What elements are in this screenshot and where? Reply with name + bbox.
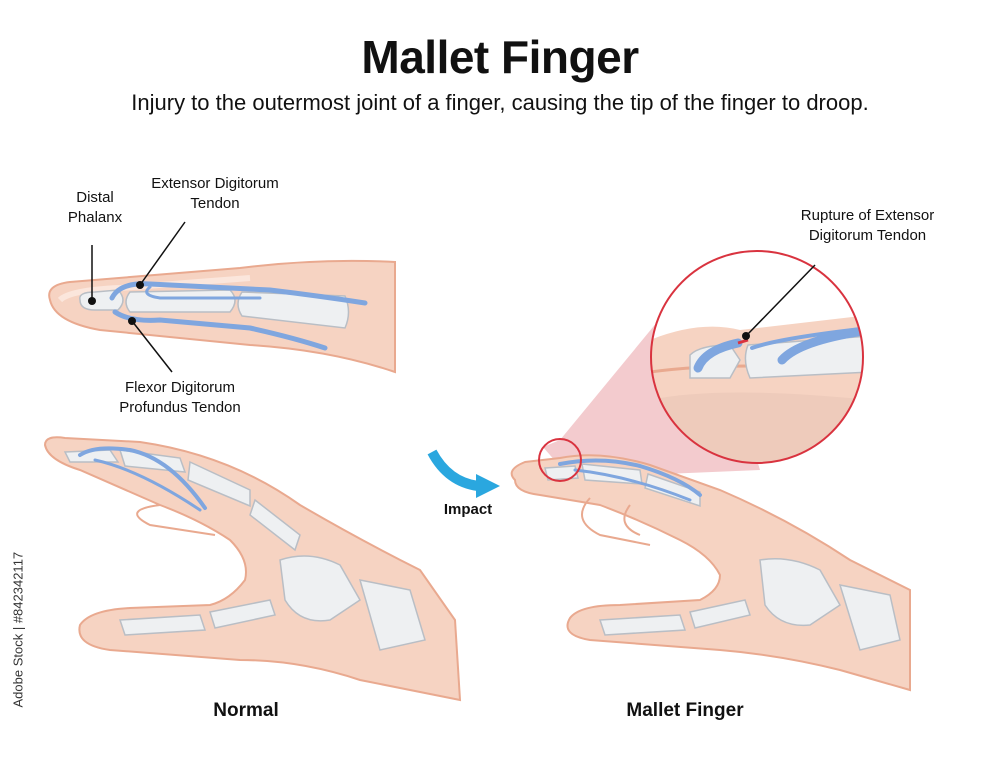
stock-watermark: Adobe Stock | #842342117 bbox=[10, 551, 26, 708]
label-distal-phalanx-line1: Distal bbox=[76, 189, 114, 206]
zoom-ring-small bbox=[538, 438, 582, 482]
label-rupture-line1: Rupture of Extensor bbox=[800, 207, 935, 224]
caption-normal: Normal bbox=[213, 700, 279, 721]
hand-normal-bones bbox=[63, 449, 426, 651]
finger-closeup-normal bbox=[48, 221, 396, 374]
hand-normal-skin bbox=[43, 436, 462, 702]
hand-normal bbox=[43, 436, 462, 702]
hand-mallet bbox=[510, 438, 911, 692]
zoom-ring-large bbox=[650, 250, 864, 464]
impact-arrow-icon bbox=[427, 449, 500, 498]
label-extensor-tendon-line2: Tendon bbox=[190, 195, 240, 212]
page-title: Mallet Finger bbox=[361, 31, 639, 83]
label-distal-phalanx-line2: Phalanx bbox=[67, 209, 123, 226]
label-distal-phalanx: Distal Phalanx bbox=[50, 188, 140, 228]
extensor-tendon-normal bbox=[109, 281, 368, 306]
label-rupture-line2: Digitorum Tendon bbox=[808, 227, 927, 244]
label-rupture: Rupture of Extensor Digitorum Tendon bbox=[775, 206, 960, 246]
hand-mallet-skin bbox=[510, 454, 911, 692]
label-extensor-tendon-line1: Extensor Digitorum bbox=[151, 175, 279, 192]
page-subtitle: Injury to the outermost joint of a finge… bbox=[131, 90, 869, 115]
label-flexor-tendon: Flexor Digitorum Profundus Tendon bbox=[90, 378, 270, 418]
caption-mallet-finger: Mallet Finger bbox=[626, 700, 744, 721]
label-impact: Impact bbox=[443, 501, 493, 518]
label-flexor-tendon-line1: Flexor Digitorum bbox=[124, 379, 236, 396]
flexor-tendon-normal bbox=[112, 309, 328, 351]
label-flexor-tendon-line2: Profundus Tendon bbox=[119, 399, 241, 416]
label-extensor-tendon: Extensor Digitorum Tendon bbox=[130, 174, 300, 214]
